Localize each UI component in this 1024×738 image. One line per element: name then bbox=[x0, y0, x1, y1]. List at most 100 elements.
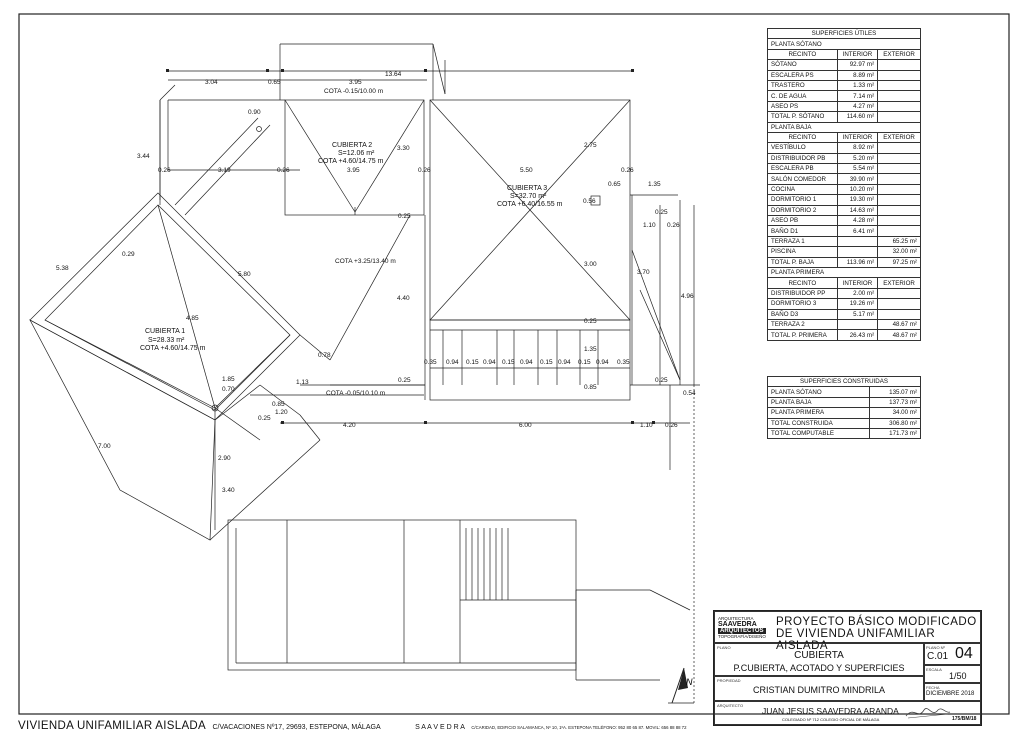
cell-interior: 114.60 m² bbox=[836, 111, 879, 123]
plano-label: PLANO bbox=[717, 645, 731, 650]
dim-label: 0.56 bbox=[583, 198, 596, 205]
col-header-recinto: RECINTO bbox=[767, 48, 838, 61]
dim-label: 6.00 bbox=[519, 422, 532, 429]
col-header-exterior: EXTERIOR bbox=[877, 131, 921, 144]
dim-label: 0.25 bbox=[398, 377, 411, 384]
dim-label: 0.26 bbox=[418, 167, 431, 174]
escala-label: ESCALA bbox=[926, 667, 942, 672]
dim-label: 0.94 bbox=[596, 359, 609, 366]
cell-recinto: DORMITORIO 1 bbox=[767, 194, 838, 206]
cell-exterior bbox=[877, 90, 921, 102]
footer-studio: S A A V E D R A bbox=[415, 724, 465, 731]
cell-interior: 19.30 m² bbox=[836, 194, 879, 206]
section-header: PLANTA BAJA bbox=[767, 121, 921, 133]
cell-exterior bbox=[877, 183, 921, 196]
dim-label: 0.25 bbox=[584, 318, 597, 325]
title-block: ARQUITECTURA SAAVEDRA ARQUITECTOS TOPOGR… bbox=[713, 610, 982, 726]
dim-label: 0.25 bbox=[398, 213, 411, 220]
reference-code: 175/BM/18 bbox=[952, 716, 977, 722]
dim-label: 1.10 bbox=[643, 222, 656, 229]
col-header-exterior: EXTERIOR bbox=[877, 48, 921, 61]
signature-graphic bbox=[905, 708, 951, 719]
cell-recinto: ESCALERA PB bbox=[767, 163, 838, 175]
dim-label: 0.94 bbox=[483, 359, 496, 366]
colegiado-line: COLEGIADO Nº 712 COLEGIO OFICIAL DE MÁLA… bbox=[782, 717, 880, 722]
cubierta-2-name: CUBIERTA 2 bbox=[332, 142, 372, 149]
cota-mid-label: COTA +3.25/13.40 m bbox=[335, 258, 396, 265]
dim-label: 0.25 bbox=[655, 377, 668, 384]
dim-label: 0.26 bbox=[621, 167, 634, 174]
cell-recinto: C. DE AGUA bbox=[767, 90, 838, 102]
cubierta-2-outline bbox=[284, 99, 425, 216]
cell-interior: 8.92 m² bbox=[836, 142, 879, 154]
cubierta-3-area: S=32.70 m² bbox=[510, 193, 547, 200]
cell-interior: 4.28 m² bbox=[836, 215, 879, 227]
dim-label: 0.15 bbox=[502, 359, 515, 366]
cell-exterior: 65.25 m² bbox=[877, 235, 921, 248]
cell-exterior bbox=[877, 194, 921, 206]
cell-interior: 39.90 m² bbox=[836, 173, 879, 185]
cell-planta: TOTAL COMPUTABLE bbox=[766, 427, 871, 440]
cell-exterior bbox=[877, 111, 921, 123]
cell-interior bbox=[836, 246, 879, 258]
firm-line2: ARQUITECTOS bbox=[718, 628, 766, 634]
cell-exterior bbox=[877, 69, 921, 81]
cell-recinto: TOTAL P. PRIMERA bbox=[767, 329, 838, 341]
cell-interior: 6.41 m² bbox=[836, 225, 879, 237]
plano-number: 04 bbox=[955, 645, 973, 662]
dim-label: 4.85 bbox=[186, 315, 199, 322]
cell-recinto: DISTRIBUIDOR PB bbox=[767, 152, 838, 165]
cell-recinto: TOTAL P. SÓTANO bbox=[767, 111, 838, 123]
dim-label: 0.26 bbox=[665, 422, 678, 429]
plano-subtitle: P.CUBIERTA, ACOTADO Y SUPERFICIES bbox=[733, 663, 905, 673]
cubierta-1-name: CUBIERTA 1 bbox=[145, 328, 185, 335]
dim-label: 5.50 bbox=[520, 167, 533, 174]
dim-label: 0.15 bbox=[578, 359, 591, 366]
cell-exterior bbox=[877, 287, 921, 300]
cell-exterior bbox=[877, 308, 921, 320]
cell-interior: 1.33 m² bbox=[836, 79, 879, 92]
cell-recinto: TRASTERO bbox=[767, 79, 838, 92]
cell-exterior bbox=[877, 100, 921, 113]
dim-label: 0.65 bbox=[268, 79, 281, 86]
cell-exterior bbox=[877, 173, 921, 185]
dim-label: 1.10 bbox=[640, 422, 653, 429]
cell-interior: 5.20 m² bbox=[836, 152, 879, 165]
dim-label: 4.40 bbox=[397, 295, 410, 302]
firm-line3: TOPOGRAFÍA/DISEÑO bbox=[718, 634, 766, 639]
cota-top-label: COTA -0.15/10.00 m bbox=[324, 88, 383, 95]
cell-exterior: 97.25 m² bbox=[877, 256, 921, 269]
north-label: N bbox=[686, 677, 693, 687]
cell-interior: 5.54 m² bbox=[836, 163, 879, 175]
col-header-interior: INTERIOR bbox=[836, 131, 879, 144]
cell-interior: 4.27 m² bbox=[836, 100, 879, 113]
col-header-recinto: RECINTO bbox=[767, 277, 838, 289]
firm-name: SAAVEDRA bbox=[718, 621, 757, 628]
cell-exterior bbox=[877, 79, 921, 92]
dim-label: 0.94 bbox=[520, 359, 533, 366]
dim-label: 3.19 bbox=[218, 167, 231, 174]
dim-label: 0.90 bbox=[248, 109, 261, 116]
fecha-label: FECHA bbox=[926, 685, 940, 690]
cubierta-2-area: S=12.06 m² bbox=[338, 150, 375, 157]
dim-label: 0.85 bbox=[272, 401, 285, 408]
cell-interior: 19.26 m² bbox=[836, 298, 879, 310]
dim-label: 4.20 bbox=[343, 422, 356, 429]
cell-exterior bbox=[877, 298, 921, 310]
cell-exterior bbox=[877, 225, 921, 237]
dim-label: 2.90 bbox=[218, 455, 231, 462]
col-header-exterior: EXTERIOR bbox=[877, 277, 921, 289]
dim-label: 3.44 bbox=[137, 153, 150, 160]
cell-recinto: TERRAZA 2 bbox=[767, 318, 838, 331]
